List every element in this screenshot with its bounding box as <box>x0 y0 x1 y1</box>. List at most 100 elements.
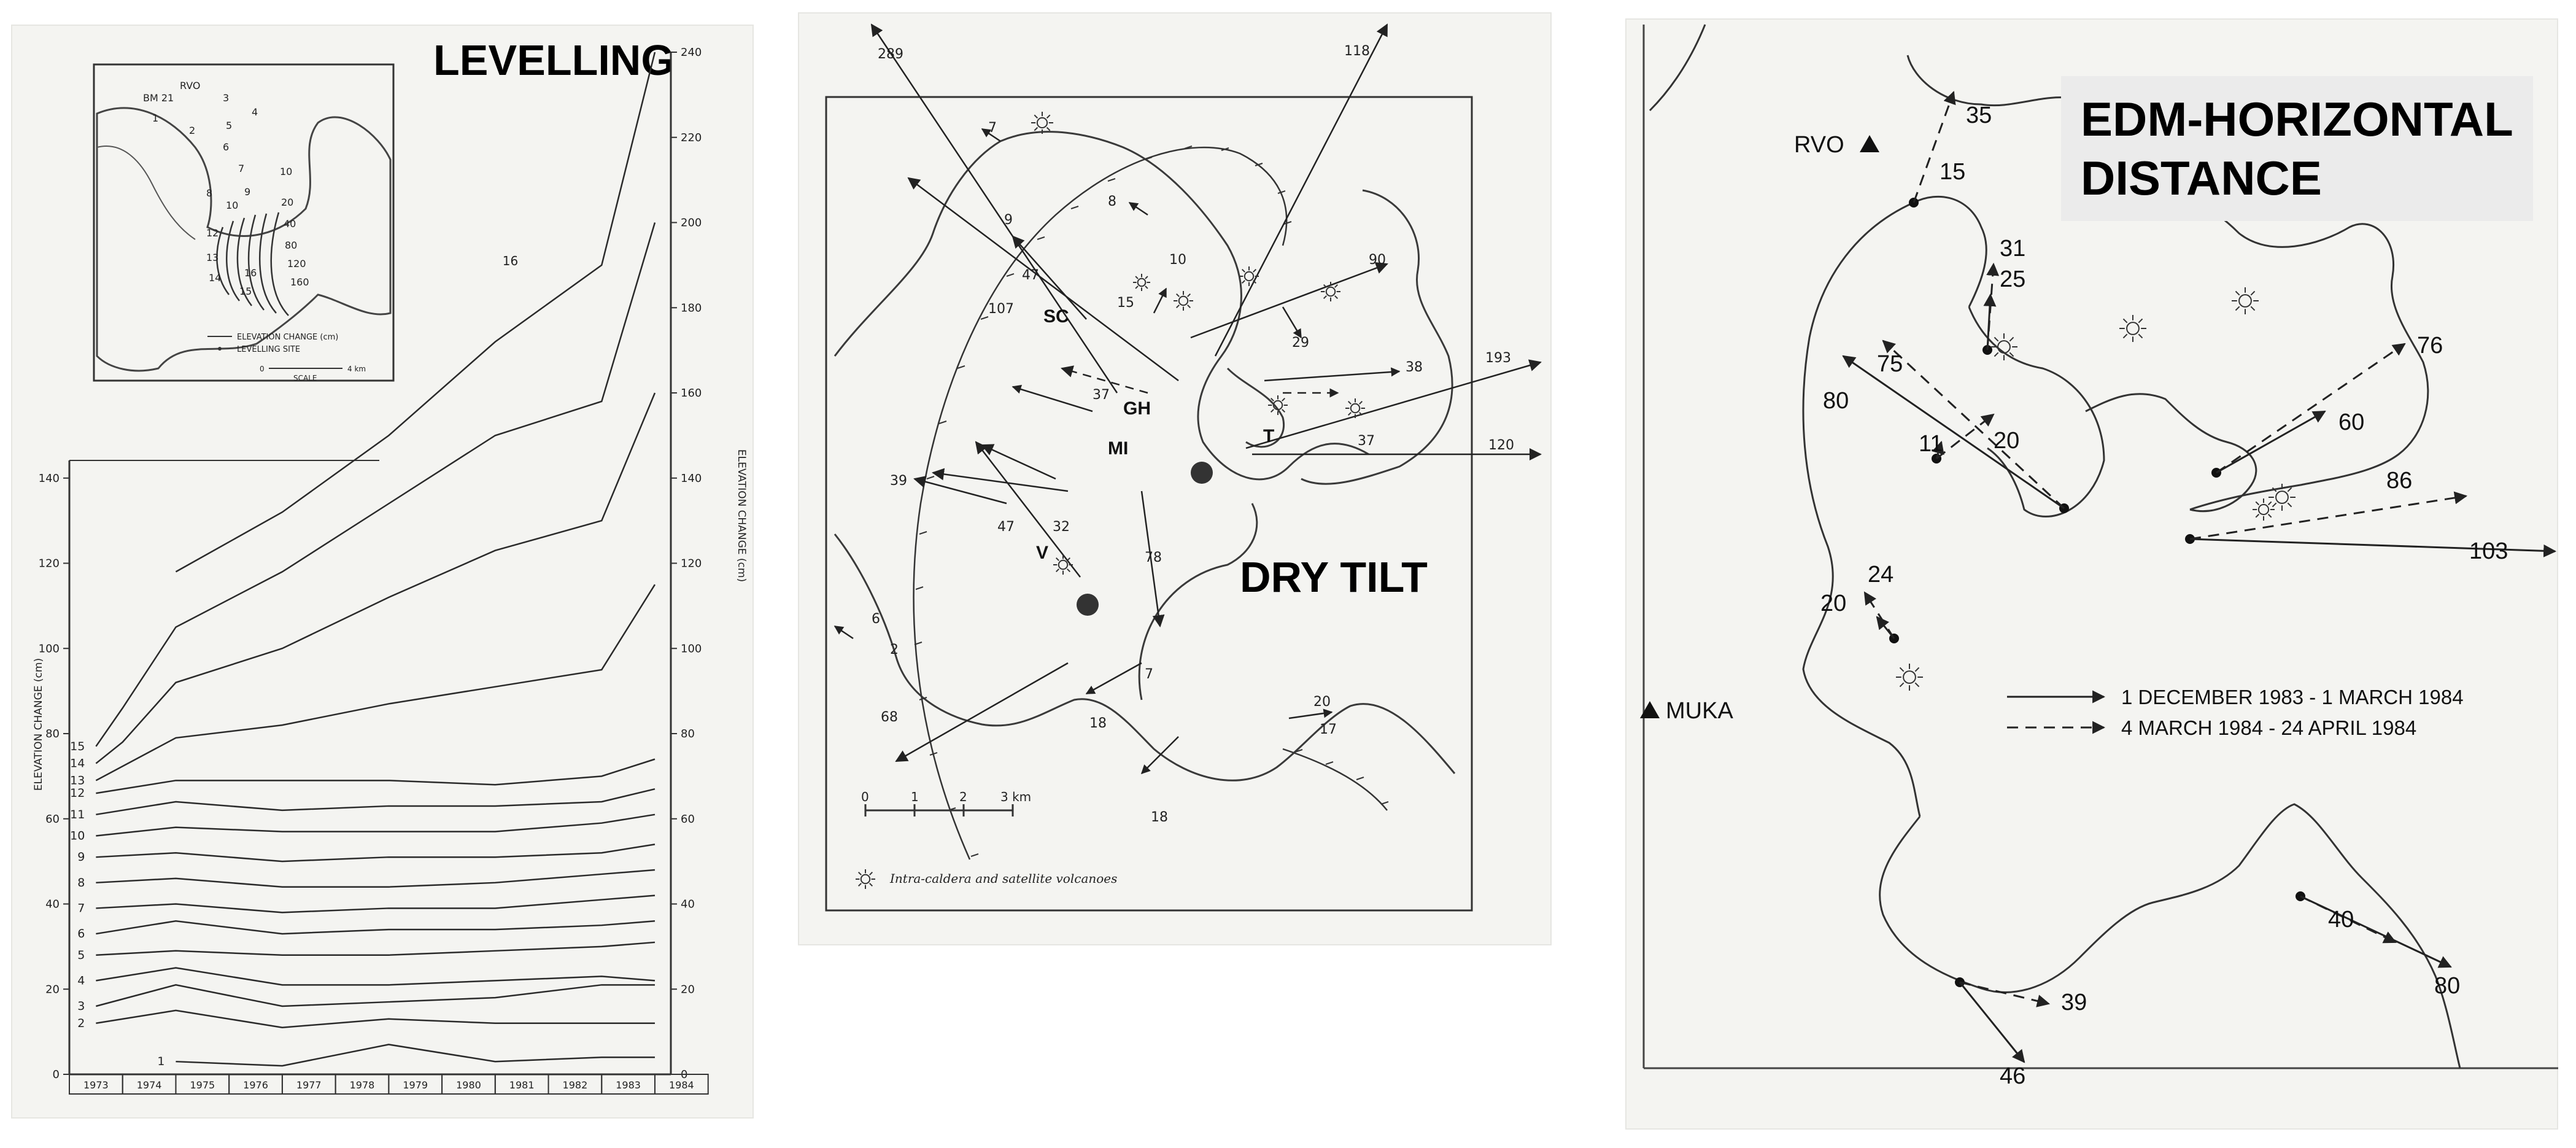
levelling-series-5 <box>96 941 656 956</box>
tilt-label: 120 <box>1488 438 1514 453</box>
levelling-series-4 <box>96 967 656 986</box>
tilt-vector <box>1282 306 1302 339</box>
levelling-inset-map: RVO BM 21 1 2 3 4 5 6 7 8 9 10 12 13 14 … <box>93 63 395 382</box>
year-label: 1978 <box>350 1079 375 1091</box>
year-label: 1982 <box>563 1079 588 1091</box>
right-tick-label: 40 <box>681 898 695 911</box>
dry-tilt-rim-ticks <box>914 145 1389 857</box>
series-label: 8 <box>77 876 85 890</box>
year-label: 1981 <box>509 1079 535 1091</box>
levelling-title: LEVELLING <box>433 36 675 84</box>
year-label: 1976 <box>243 1079 268 1091</box>
edm-label: 46 <box>2000 1063 2025 1089</box>
tilt-vector <box>913 475 1007 505</box>
tilt-vector <box>1140 736 1179 775</box>
edm-label: 25 <box>2000 266 2025 292</box>
inset-point-label: 16 <box>244 267 257 279</box>
edm-label: 75 <box>1877 351 1903 377</box>
rvo-triangle-icon <box>1860 135 1879 152</box>
tilt-label: 118 <box>1344 44 1370 59</box>
inset-legend-site-label: LEVELLING SITE <box>237 345 300 354</box>
year-label: 1983 <box>616 1079 641 1091</box>
edm-label: 40 <box>2328 907 2354 933</box>
rim-tick <box>919 531 927 535</box>
dry-tilt-dashed-vectors <box>1061 365 1339 398</box>
tilt-label: 18 <box>1151 810 1168 825</box>
volcano-sun-icon <box>1239 266 1259 286</box>
inset-point-label: 6 <box>223 141 229 153</box>
tilt-label: 18 <box>1089 716 1107 731</box>
edm-legend-dashed-label: 4 MARCH 1984 - 24 APRIL 1984 <box>2121 716 2416 739</box>
dry-tilt-vectors <box>834 23 1542 775</box>
scale-label: 0 <box>861 789 869 804</box>
edm-label: 103 <box>2469 538 2508 564</box>
rim-tick <box>1037 236 1045 240</box>
edm-label: 31 <box>2000 236 2025 262</box>
year-label: 1974 <box>137 1079 162 1091</box>
year-label: 1979 <box>403 1079 428 1091</box>
tilt-label: 32 <box>1053 519 1070 535</box>
edm-label: 20 <box>1820 591 1846 616</box>
inset-contour-label: 120 <box>287 258 306 270</box>
inset-rvo-label: RVO <box>180 80 201 91</box>
edm-title-line1: EDM-HORIZONTAL <box>2081 92 2513 146</box>
tilt-vector <box>1264 367 1401 382</box>
tilt-label: 8 <box>1108 194 1116 209</box>
rim-tick <box>1184 145 1193 149</box>
levelling-series-16 <box>175 52 656 573</box>
right-tick-label: 80 <box>681 727 695 740</box>
right-tick-label: 140 <box>681 472 702 485</box>
edm-vector <box>1959 982 2025 1063</box>
right-tick-label: 60 <box>681 813 695 826</box>
vent-marker <box>1077 594 1099 616</box>
volcano-sun-icon <box>2119 315 2146 342</box>
inset-contour-label: 40 <box>284 218 296 230</box>
series-label: 14 <box>70 757 85 770</box>
tilt-label: 6 <box>872 611 880 627</box>
rim-tick <box>980 316 989 320</box>
volcano-sun-icon <box>856 869 875 889</box>
place-gh: GH <box>1123 398 1151 419</box>
series-label: 5 <box>77 948 85 962</box>
levelling-series-14 <box>95 392 656 764</box>
series-label: 1 <box>157 1055 164 1068</box>
inset-point-label: 15 <box>239 285 252 297</box>
tilt-label: 7 <box>1145 667 1153 682</box>
tilt-vector-dashed <box>1061 365 1148 394</box>
tilt-vector <box>1288 708 1333 719</box>
tilt-vector <box>1085 662 1142 695</box>
rim-tick <box>1294 749 1303 753</box>
tilt-label: 17 <box>1320 722 1337 737</box>
right-tick-label: 100 <box>681 642 702 655</box>
rim-tick <box>919 697 927 700</box>
rim-tick <box>970 853 979 857</box>
left-tick-label: 0 <box>53 1068 60 1081</box>
inset-point-label: 10 <box>226 200 238 211</box>
levelling-ylabel-left: ELEVATION CHANGE (cm) <box>33 658 45 791</box>
tilt-label: 2 <box>890 642 899 657</box>
levelling-series-8 <box>96 869 656 888</box>
inset-point-label: 4 <box>252 106 258 118</box>
edm-volcanoes <box>1896 287 2296 691</box>
edm-label: 20 <box>1994 428 2019 454</box>
edm-vector-dashed <box>2216 343 2406 474</box>
tilt-vector <box>981 128 1001 142</box>
tilt-label: 47 <box>1022 268 1039 283</box>
left-tick-label: 20 <box>45 983 60 996</box>
edm-vector <box>1932 440 1944 459</box>
right-tick-label: 220 <box>681 131 702 144</box>
edm-vector-dashed <box>1913 91 1956 203</box>
year-label: 1973 <box>83 1079 109 1091</box>
tilt-vector <box>932 468 1069 492</box>
tilt-label: 15 <box>1117 295 1134 311</box>
inset-legend: ELEVATION CHANGE (cm) LEVELLING SITE 0 S… <box>207 333 366 382</box>
edm-vector <box>2189 538 2557 557</box>
inset-point-label: 1 <box>152 112 158 124</box>
inset-legend-line-label: ELEVATION CHANGE (cm) <box>237 333 338 342</box>
levelling-series-6 <box>96 920 656 935</box>
dry-tilt-legend: Intra-caldera and satellite volcanoes <box>856 869 1117 889</box>
rim-tick <box>914 642 922 645</box>
levelling-series-10 <box>96 813 656 837</box>
volcano-sun-icon <box>2253 498 2275 521</box>
